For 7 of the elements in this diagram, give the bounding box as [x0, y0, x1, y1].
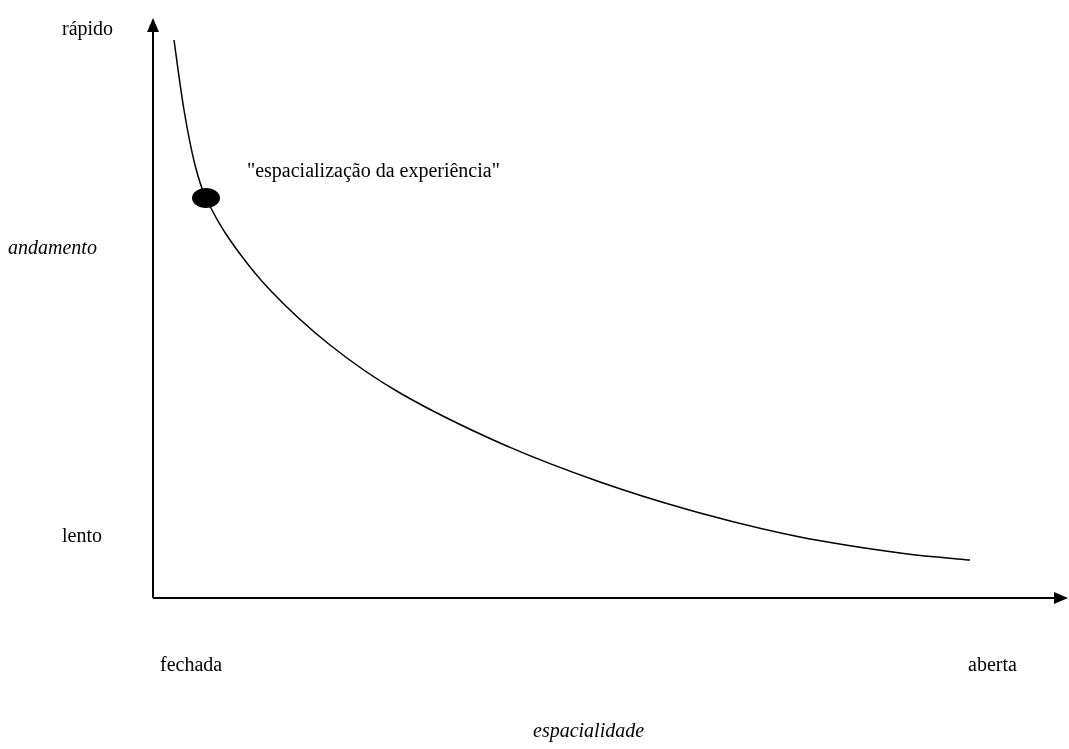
axis-label: andamento: [8, 235, 97, 259]
axis-label: espacialidade: [533, 718, 645, 742]
axis-label: rápido: [62, 16, 114, 40]
axis-label: aberta: [968, 652, 1017, 676]
axis-label: fechada: [160, 652, 223, 676]
axis-label: "espacialização da experiência": [247, 158, 500, 182]
axis-label: lento: [62, 523, 102, 547]
